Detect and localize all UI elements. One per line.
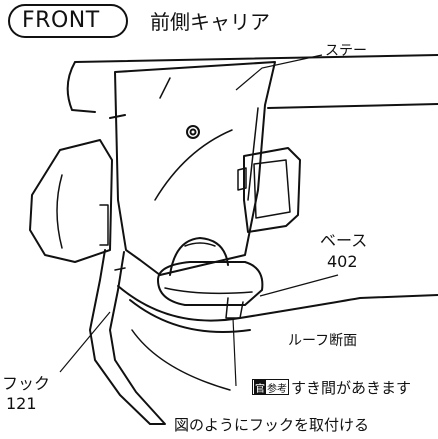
- leader-base: [259, 274, 339, 297]
- reference-icon-mark: 官: [254, 379, 266, 395]
- side-clip: [243, 147, 301, 233]
- caption: 図のようにフックを取付ける: [174, 416, 370, 434]
- reference-icon: 官 参考: [252, 379, 289, 395]
- front-badge: [8, 4, 128, 38]
- front-label: FRONT: [22, 8, 100, 33]
- stay-bracket: [114, 61, 276, 276]
- leader-stay: [235, 54, 323, 91]
- leader-hook: [59, 311, 111, 373]
- left-block: [29, 139, 113, 263]
- label-roof-section: ルーフ断面: [288, 333, 358, 349]
- gap-note-text: すき間があきます: [291, 378, 412, 397]
- base-plate: [157, 261, 264, 306]
- label-stay: ステー: [325, 43, 367, 59]
- stay-bolt: [186, 125, 200, 139]
- reference-icon-text: 参考: [267, 383, 287, 395]
- label-hook-number: 121: [6, 394, 37, 413]
- label-base-number: 402: [327, 252, 358, 271]
- roof-rail: [66, 54, 438, 119]
- leader-gap: [232, 317, 237, 387]
- label-base: ベース: [320, 231, 368, 250]
- diagram-title: 前側キャリア: [150, 10, 270, 34]
- gap-note: 官 参考 すき間があきます: [252, 377, 411, 397]
- hook: [89, 249, 166, 425]
- roof-section: [117, 285, 438, 322]
- label-hook: フック: [2, 374, 51, 393]
- base-dome: [169, 237, 229, 276]
